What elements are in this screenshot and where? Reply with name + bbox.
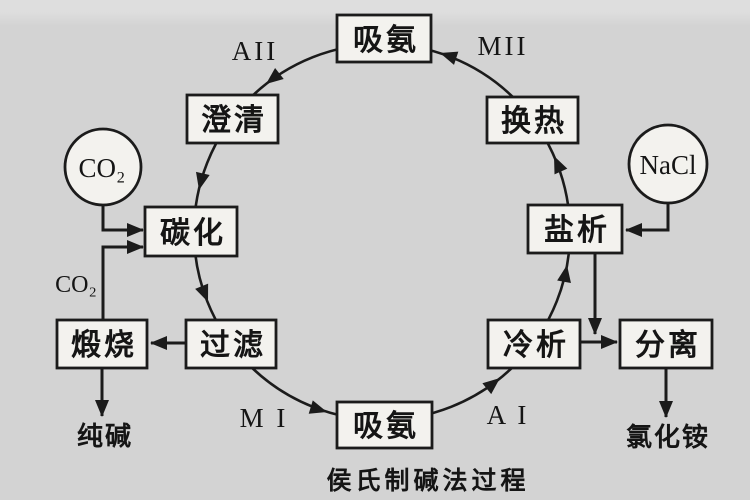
arrow-nacl-feed-to-saltout	[625, 204, 670, 237]
flow-label-ai: A I	[487, 400, 530, 430]
node-absorb-ammonia-top-label: 吸氨	[353, 24, 419, 57]
node-clarify: 澄清	[185, 93, 280, 145]
flow-label-mii: MII	[478, 31, 529, 61]
feed-nacl-circle	[627, 123, 709, 205]
node-heat-exchange-label: 换热	[501, 105, 567, 138]
node-salt-out-box	[526, 203, 624, 255]
diagram-caption: 侯氏制碱法过程	[326, 467, 529, 495]
feed-nacl-label: NaCl	[640, 150, 697, 180]
product-soda-ash-label: 纯碱	[77, 421, 133, 451]
node-clarify-box	[185, 93, 280, 145]
co2-recycle-label: CO₂	[55, 272, 97, 298]
node-filter: 过滤	[184, 318, 278, 370]
arrow-co2-feed-to-carbonate	[101, 204, 144, 237]
node-absorb-ammonia-top: 吸氨	[335, 13, 433, 64]
node-carbonate-box	[143, 205, 239, 258]
arrow-co2-recycle-to-carbonate	[101, 240, 144, 320]
flow-label-aii: AII	[232, 36, 278, 66]
node-carbonate-label: 碳化	[160, 217, 226, 250]
node-heat-exchange-box	[485, 95, 580, 145]
node-cool-crystallize-box	[486, 318, 582, 370]
node-separate-label: 分离	[635, 329, 701, 362]
arrow-heat-to-absorbtop-icon	[440, 51, 459, 65]
node-cool-crystallize-label: 冷析	[503, 329, 569, 362]
node-absorb-ammonia-bottom: 吸氨	[335, 400, 434, 450]
node-separate-box	[618, 318, 714, 370]
node-absorb-ammonia-bottom-label: 吸氨	[353, 410, 419, 443]
node-salt-out-label: 盐析	[544, 214, 610, 247]
node-salt-out: 盐析	[526, 203, 624, 255]
arrow-cool-to-saltout-icon	[557, 265, 571, 283]
arrow-clarify-to-carbonate-icon	[196, 171, 210, 190]
node-clarify-label: 澄清	[201, 104, 267, 137]
product-ammonium-chloride-label: 氯化铵	[626, 422, 710, 452]
flow-label-mi: M I	[240, 403, 289, 433]
node-carbonate: 碳化	[143, 205, 239, 258]
node-cool-crystallize: 冷析	[486, 318, 582, 370]
node-calcine-label: 煅烧	[71, 328, 137, 362]
feed-co2-label: CO₂	[79, 153, 126, 183]
feed-nacl: NaCl	[627, 123, 709, 205]
arrow-carbonate-to-filter-icon	[195, 283, 209, 302]
feed-co2-circle	[63, 127, 143, 207]
arrow-saltout-to-heat-icon	[554, 156, 568, 175]
feed-co2: CO₂	[63, 127, 143, 207]
node-calcine-box	[55, 318, 149, 370]
node-heat-exchange: 换热	[485, 95, 580, 145]
node-filter-box	[184, 318, 278, 370]
node-absorb-ammonia-top-box	[335, 13, 433, 64]
arrow-absorbtop-to-clarify-icon	[266, 68, 284, 84]
arrow-absorbbottom-to-cool-icon	[482, 378, 500, 395]
arrow-filter-to-absorbbottom-icon	[308, 400, 327, 414]
node-calcine: 煅烧	[55, 318, 149, 370]
node-absorb-ammonia-bottom-box	[335, 400, 434, 450]
node-filter-label: 过滤	[200, 329, 266, 362]
node-separate: 分离	[618, 318, 714, 370]
